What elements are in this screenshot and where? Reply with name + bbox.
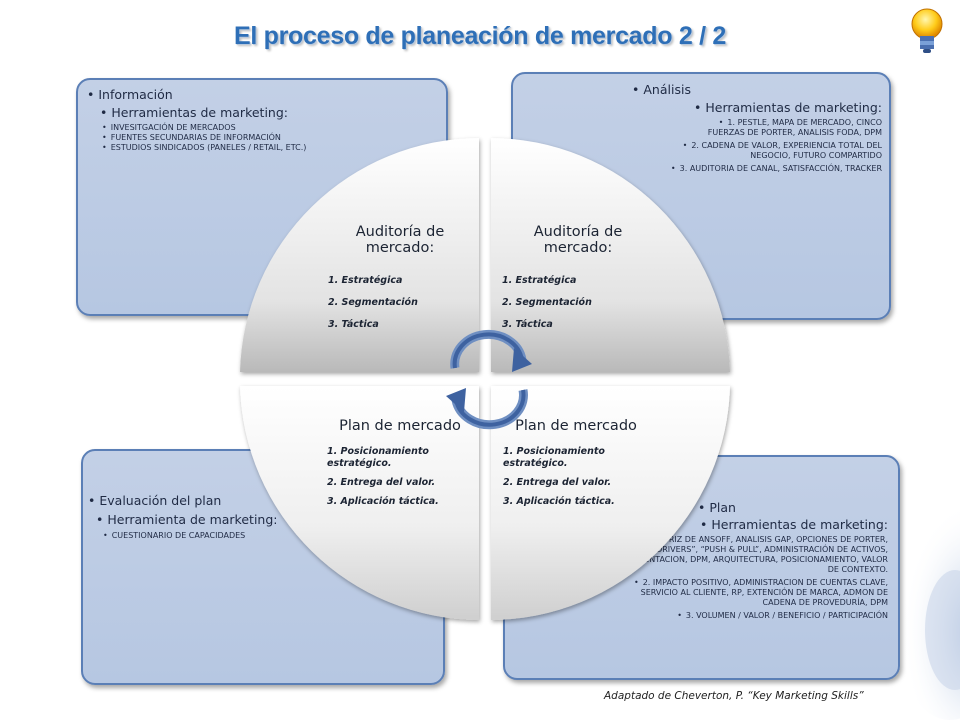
list-item: 2. CADENA DE VALOR, EXPERIENCIA TOTAL DE… — [560, 141, 882, 161]
quadrant-item: 1. Estratégica — [328, 275, 403, 286]
panel-evaluacion-content: Evaluación del plan Herramienta de marke… — [88, 493, 418, 541]
panel-analisis-content: Análisis Herramientas de marketing: 1. P… — [560, 82, 882, 174]
lightbulb-icon — [911, 8, 943, 53]
panel-heading: Información — [87, 87, 420, 102]
quadrant-label: Auditoría de mercado: — [533, 224, 623, 256]
background-swirl — [890, 500, 960, 720]
panel-heading: Plan — [698, 500, 888, 515]
quadrant-label: Plan de mercado — [339, 418, 461, 434]
quadrant-item: 2. Segmentación — [502, 297, 592, 308]
panel-plan-content: Plan Herramientas de marketing: 1. MATRI… — [610, 500, 888, 621]
list-item: 3. AUDITORIA DE CANAL, SATISFACCIÓN, TRA… — [560, 164, 882, 174]
cycle-arrow-icon — [446, 329, 532, 430]
quadrant-bottom-left — [240, 386, 479, 620]
quadrant-item: 1. Posicionamiento estratégico. — [327, 446, 429, 469]
quadrant-top-left — [240, 138, 479, 372]
list-item: INVESITGACIÓN DE MERCADOS — [102, 123, 420, 133]
quadrant-item: 1. Posicionamiento estratégico. — [503, 446, 605, 469]
quadrant-item: 3. Táctica — [502, 319, 553, 330]
quadrant-list: 1. Posicionamiento estratégico. 2. Entre… — [327, 446, 457, 515]
quadrant-item: 3. Táctica — [328, 319, 379, 330]
list-item: 1. MATRIZ DE ANSOFF, ANALISIS GAP, OPCIO… — [610, 535, 888, 575]
list-item: 2. IMPACTO POSITIVO, ADMINISTRACION DE C… — [610, 578, 888, 608]
quadrant-list: 1. Estratégica 2. Segmentación 3. Táctic… — [502, 270, 592, 336]
list-item: 3. VOLUMEN / VALOR / BENEFICIO / PARTICI… — [610, 611, 888, 621]
panel-heading: Evaluación del plan — [88, 493, 418, 508]
quadrant-label: Auditoría de mercado: — [355, 224, 445, 256]
list-item: 1. PESTLE, MAPA DE MERCADO, CINCO FUERZA… — [560, 118, 882, 138]
panel-informacion-content: Información Herramientas de marketing: I… — [90, 87, 420, 153]
panel-heading: Análisis — [632, 82, 882, 97]
panel-subheading: Herramienta de marketing: — [96, 512, 418, 527]
page-title: El proceso de planeación de mercado 2 / … — [233, 22, 727, 50]
quadrant-item: 3. Aplicación táctica. — [327, 496, 439, 507]
list-item: FUENTES SECUNDARIAS DE INFORMACIÓN — [102, 133, 420, 143]
panel-subheading: Herramientas de marketing: — [610, 517, 888, 532]
list-item: CUESTIONARIO DE CAPACIDADES — [103, 531, 418, 541]
cycle-diagram — [240, 138, 730, 620]
quadrant-item: 2. Entrega del valor. — [327, 477, 436, 488]
quadrant-label: Plan de mercado — [515, 418, 637, 434]
quadrant-item: 2. Segmentación — [328, 297, 418, 308]
list-item: ESTUDIOS SINDICADOS (PANELES / RETAIL, E… — [102, 143, 420, 153]
panel-subheading: Herramientas de marketing: — [560, 100, 882, 115]
quadrant-item: 3. Aplicación táctica. — [503, 496, 615, 507]
credit-text: Adaptado de Cheverton, P. “Key Marketing… — [604, 690, 864, 702]
quadrant-bottom-right — [491, 386, 730, 620]
quadrant-list: 1. Posicionamiento estratégico. 2. Entre… — [503, 446, 633, 515]
quadrant-item: 2. Entrega del valor. — [503, 477, 612, 488]
quadrant-item: 1. Estratégica — [502, 275, 577, 286]
quadrant-top-right — [491, 138, 730, 372]
quadrant-list: 1. Estratégica 2. Segmentación 3. Táctic… — [328, 270, 418, 336]
panel-subheading: Herramientas de marketing: — [100, 105, 420, 120]
